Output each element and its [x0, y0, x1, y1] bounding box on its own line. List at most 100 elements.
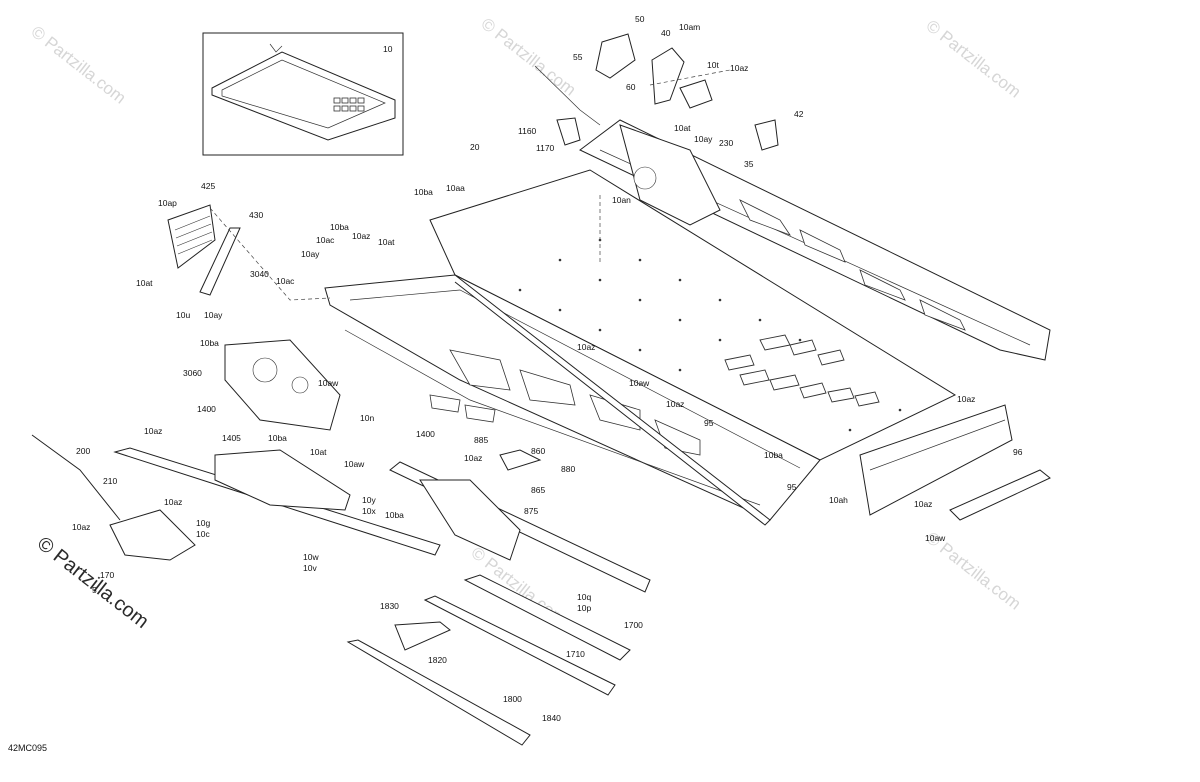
callout: 10ba	[330, 222, 349, 232]
bracket-885	[499, 449, 542, 471]
bracket-10y	[214, 449, 351, 511]
callout: 10ay	[204, 310, 223, 320]
callout: 10aa	[446, 183, 465, 193]
cable-200	[31, 434, 121, 521]
callout: 10az	[914, 499, 932, 509]
callout: 10at	[136, 278, 153, 288]
callout: 55	[573, 52, 583, 62]
callout: 10ba	[385, 510, 404, 520]
deck-vent-slots	[724, 334, 880, 407]
callout: 200	[76, 446, 90, 456]
bracket-50	[595, 33, 636, 79]
callout: 885	[474, 435, 488, 445]
callout: 10az	[464, 453, 482, 463]
callout: 10aw	[925, 533, 946, 543]
bracket-1830	[394, 621, 451, 651]
rear-cable	[534, 65, 601, 126]
callout: 10az	[730, 63, 748, 73]
callout: 10ba	[764, 450, 783, 460]
callout: 42	[794, 109, 804, 119]
rail-1800	[346, 639, 531, 746]
callout: 50	[635, 14, 645, 24]
callout: 10aw	[344, 459, 365, 469]
inset-chassis	[211, 51, 396, 141]
bracket-96	[949, 469, 1051, 521]
callout: 60	[626, 82, 636, 92]
vent-grille-10ap	[167, 204, 216, 269]
callout: 10az	[352, 231, 370, 241]
callout: 10az	[164, 497, 182, 507]
callout: 1820	[428, 655, 447, 665]
callout: 10az	[144, 426, 162, 436]
inset-assembly-10: 10	[202, 32, 404, 156]
side-panel-10ba	[224, 339, 341, 431]
callout: 10v	[303, 563, 317, 573]
callout: 10at	[378, 237, 395, 247]
callout: 875	[524, 506, 538, 516]
callout: 35	[744, 159, 754, 169]
callout: 10az	[666, 399, 684, 409]
callout: 860	[531, 446, 545, 456]
callout: 1400	[197, 404, 216, 414]
deck-holes	[518, 238, 902, 432]
callout: 1405	[222, 433, 241, 443]
callout: 10x	[362, 506, 376, 516]
callout: 10at	[310, 447, 327, 457]
callout: 10ba	[414, 187, 433, 197]
callout: 10y	[362, 495, 376, 505]
inset-label: 10	[383, 44, 393, 54]
callout: 1830	[380, 601, 399, 611]
callout: 10u	[176, 310, 190, 320]
figure-code: 42MC095	[8, 743, 47, 753]
callout: 425	[201, 181, 215, 191]
callout: 1400	[416, 429, 435, 439]
callout: 10g	[196, 518, 210, 528]
arm-10u	[199, 227, 241, 296]
side-panel-hole	[252, 357, 278, 383]
callout: 170	[100, 570, 114, 580]
callout: 10az	[72, 522, 90, 532]
callout: 865	[531, 485, 545, 495]
callout: 10ba	[268, 433, 287, 443]
bracket-1170	[556, 117, 581, 146]
rear-rail-assembly	[534, 65, 1051, 361]
callout: 1700	[624, 620, 643, 630]
rear-rail-plate	[619, 124, 721, 226]
callout: 10n	[360, 413, 374, 423]
top-brackets	[556, 33, 779, 151]
bracket-10t	[679, 79, 713, 109]
callout: 40	[661, 28, 671, 38]
bracket-10am	[651, 47, 685, 105]
tunnel-assembly	[324, 169, 957, 526]
leader-lines	[209, 69, 731, 301]
callout: 10am	[679, 22, 700, 32]
callout: 5	[92, 585, 97, 595]
bumper-10ah	[859, 404, 1013, 516]
callout: 1840	[542, 713, 561, 723]
callout: 10az	[577, 342, 595, 352]
callout: 10az	[957, 394, 975, 404]
callout: 10aw	[318, 378, 339, 388]
callout: 10ay	[301, 249, 320, 259]
callout: 430	[249, 210, 263, 220]
watermark: © Partzilla.com	[478, 14, 580, 100]
callout: 3040	[250, 269, 269, 279]
callout: 1160	[518, 126, 537, 136]
callout: 10ay	[694, 134, 713, 144]
bracket-10g	[109, 509, 196, 561]
callout: 10q	[577, 592, 591, 602]
callout: 10p	[577, 603, 591, 613]
callout: 96	[1013, 447, 1023, 457]
callout: 10an	[612, 195, 631, 205]
callout: 10ba	[200, 338, 219, 348]
callout: 95	[704, 418, 714, 428]
callout: 10at	[674, 123, 691, 133]
running-boards	[31, 434, 651, 593]
callout: 1800	[503, 694, 522, 704]
callout: 10w	[303, 552, 319, 562]
front-left-parts	[167, 204, 341, 431]
lower-parts	[346, 404, 1051, 746]
callout: 210	[103, 476, 117, 486]
bar-1710	[423, 595, 616, 696]
footrest-truss	[419, 479, 521, 561]
